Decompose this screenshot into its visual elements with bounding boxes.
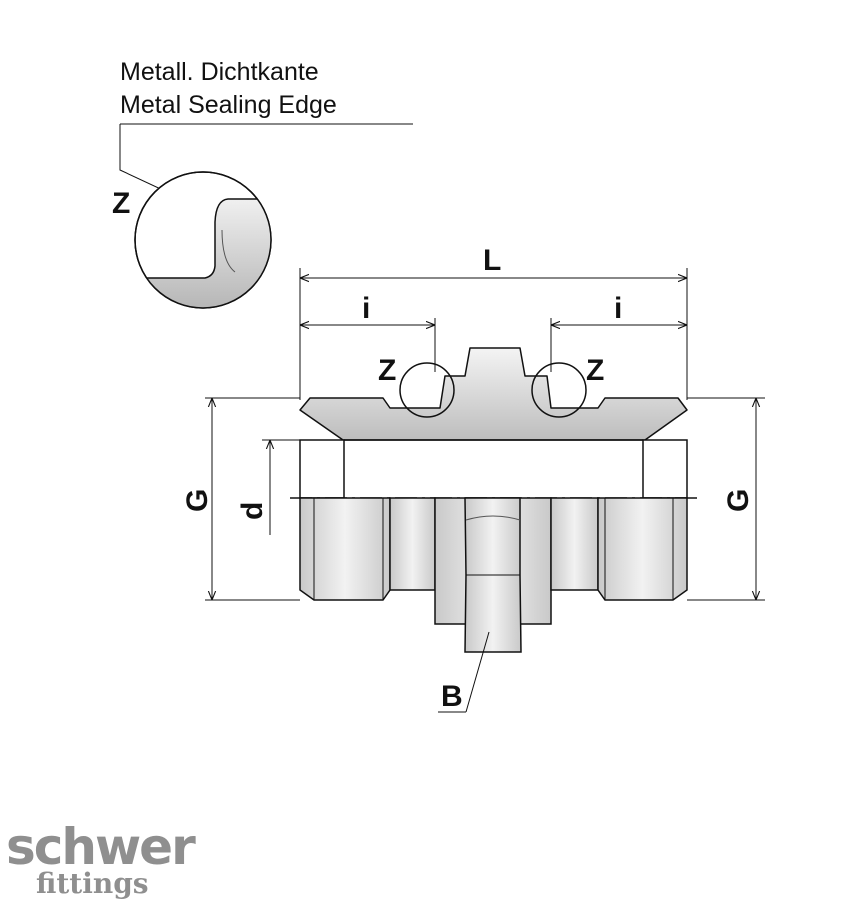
dimension-label-b: B [441, 680, 463, 713]
dimension-label-l: L [483, 244, 501, 277]
fitting-view-lower [299, 497, 688, 653]
detail-label-z-left: Z [378, 354, 396, 387]
dimension-b-leader [438, 631, 490, 713]
dimension-i-left [300, 318, 436, 372]
dimension-label-g-left: G [181, 489, 214, 512]
dimension-l [299, 268, 688, 400]
detail-marker-z-right [531, 362, 587, 418]
logo-subtitle: fittings [36, 867, 149, 900]
dimension-g-left [205, 397, 300, 601]
dimension-i-right [550, 318, 687, 372]
caption-line-1: Metall. Dichtkante [120, 58, 319, 86]
detail-label-z-right: Z [586, 354, 604, 387]
dimension-g-right [687, 397, 765, 601]
detail-marker-z-left [399, 362, 455, 418]
dimension-label-d: d [236, 502, 269, 520]
schwer-fittings-logo: schwer fittings [6, 818, 198, 900]
fitting-section-upper [299, 347, 688, 499]
dimension-label-i-right: i [614, 292, 622, 325]
detail-z-enlargement [134, 171, 272, 309]
dimension-label-i-left: i [362, 292, 370, 325]
detail-label-z: Z [112, 187, 130, 220]
dimension-label-g-right: G [722, 489, 755, 512]
dimension-d [262, 439, 343, 535]
caption-line-2: Metal Sealing Edge [120, 91, 337, 119]
logo-wordmark: schwer [6, 818, 196, 876]
